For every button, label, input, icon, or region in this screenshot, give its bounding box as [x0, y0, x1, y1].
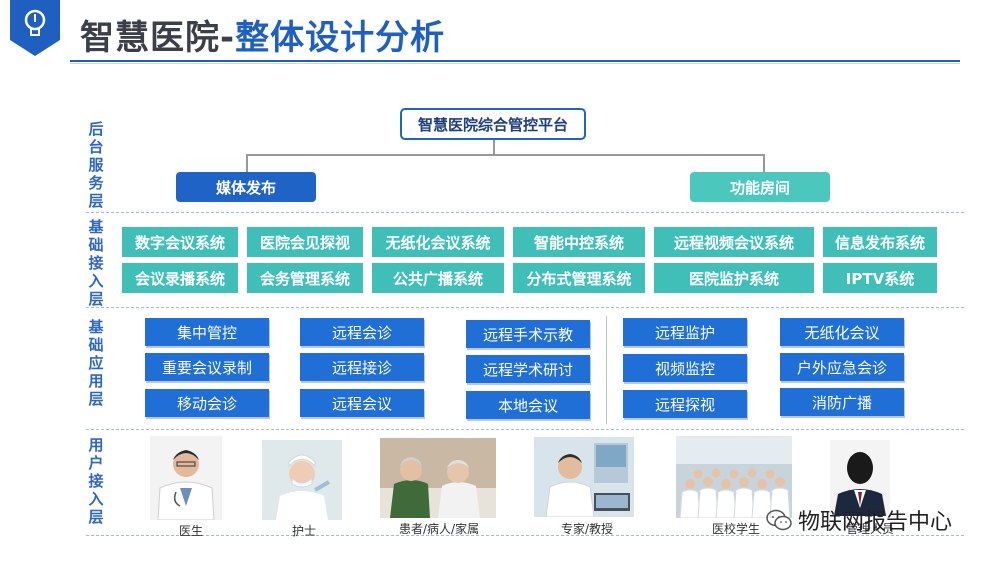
- access-system-box: 公共广播系统: [372, 263, 504, 293]
- access-system-box: 无纸化会议系统: [372, 227, 504, 257]
- access-system-box: 会务管理系统: [247, 263, 363, 293]
- access-system-box: 数字会议系统: [122, 227, 238, 257]
- app-box: 远程学术研讨: [466, 355, 590, 383]
- layer-label-user: 用户接入层: [88, 436, 104, 526]
- app-box: 移动会诊: [145, 389, 269, 417]
- app-box: 远程会诊: [300, 318, 424, 346]
- doctor-photo: [150, 436, 222, 520]
- app-box: 远程接诊: [300, 353, 424, 381]
- watermark-text: 物联网报告中心: [798, 510, 953, 535]
- app-box: 远程手术示教: [466, 320, 590, 348]
- title-underline-light: [70, 63, 960, 64]
- connector-line: [246, 154, 764, 156]
- patients-photo: [380, 438, 496, 518]
- title-part2: 整体设计分析: [235, 18, 446, 58]
- lightbulb-badge: [10, 0, 60, 58]
- app-box: 消防广播: [780, 388, 904, 416]
- access-system-box: 远程视频会议系统: [654, 227, 814, 257]
- user-caption: 医校学生: [712, 522, 761, 536]
- nurse-photo: [262, 440, 342, 520]
- app-box: 视频监控: [623, 354, 747, 382]
- access-system-box: 信息发布系统: [823, 227, 937, 257]
- access-system-box: 分布式管理系统: [513, 263, 645, 293]
- user-caption: 医生: [179, 524, 204, 538]
- access-system-box: 智能中控系统: [513, 227, 645, 257]
- manager-photo: [830, 440, 890, 516]
- app-box: 无纸化会议: [780, 318, 904, 346]
- layer-label-app: 基础应用层: [88, 318, 104, 408]
- connector-line: [493, 140, 495, 154]
- layer-label-access: 基础接入层: [88, 218, 104, 308]
- platform-box: 智慧医院综合管控平台: [400, 108, 586, 140]
- layer-separator: [86, 535, 964, 536]
- title-underline: [70, 60, 960, 62]
- students-photo: [676, 436, 792, 518]
- layer-label-backend: 后台服务层: [88, 120, 104, 210]
- connector-line: [763, 154, 765, 172]
- media-publish-box: 媒体发布: [176, 172, 316, 202]
- watermark: 物联网报告中心: [766, 504, 952, 536]
- app-box: 户外应急会诊: [780, 353, 904, 381]
- app-box: 重要会议录制: [145, 353, 269, 381]
- title-part1: 智慧医院-: [80, 18, 236, 58]
- user-caption: 患者/病人/家属: [399, 522, 480, 536]
- app-box: 本地会议: [466, 391, 590, 419]
- access-system-box: IPTV系统: [823, 263, 937, 293]
- expert-photo: [534, 437, 634, 517]
- lightbulb-icon: [10, 0, 60, 56]
- user-caption: 护士: [292, 524, 317, 538]
- access-system-box: 医院监护系统: [654, 263, 814, 293]
- function-room-box: 功能房间: [690, 172, 830, 202]
- wechat-icon: [766, 509, 792, 531]
- connector-line: [246, 154, 248, 172]
- layer-separator: [86, 307, 964, 308]
- user-caption: 专家/教授: [561, 522, 614, 536]
- access-system-box: 医院会见探视: [247, 227, 363, 257]
- user-caption: 管理人员: [846, 522, 895, 536]
- app-box: 集中管控: [145, 318, 269, 346]
- access-system-box: 会议录播系统: [122, 263, 238, 293]
- layer-separator: [86, 212, 964, 213]
- app-box: 远程监护: [623, 318, 747, 346]
- app-box: 远程探视: [623, 390, 747, 418]
- page-title: 智慧医院-整体设计分析: [80, 10, 445, 59]
- app-box: 远程会议: [300, 389, 424, 417]
- app-column-divider: [606, 316, 607, 424]
- layer-separator: [86, 429, 964, 430]
